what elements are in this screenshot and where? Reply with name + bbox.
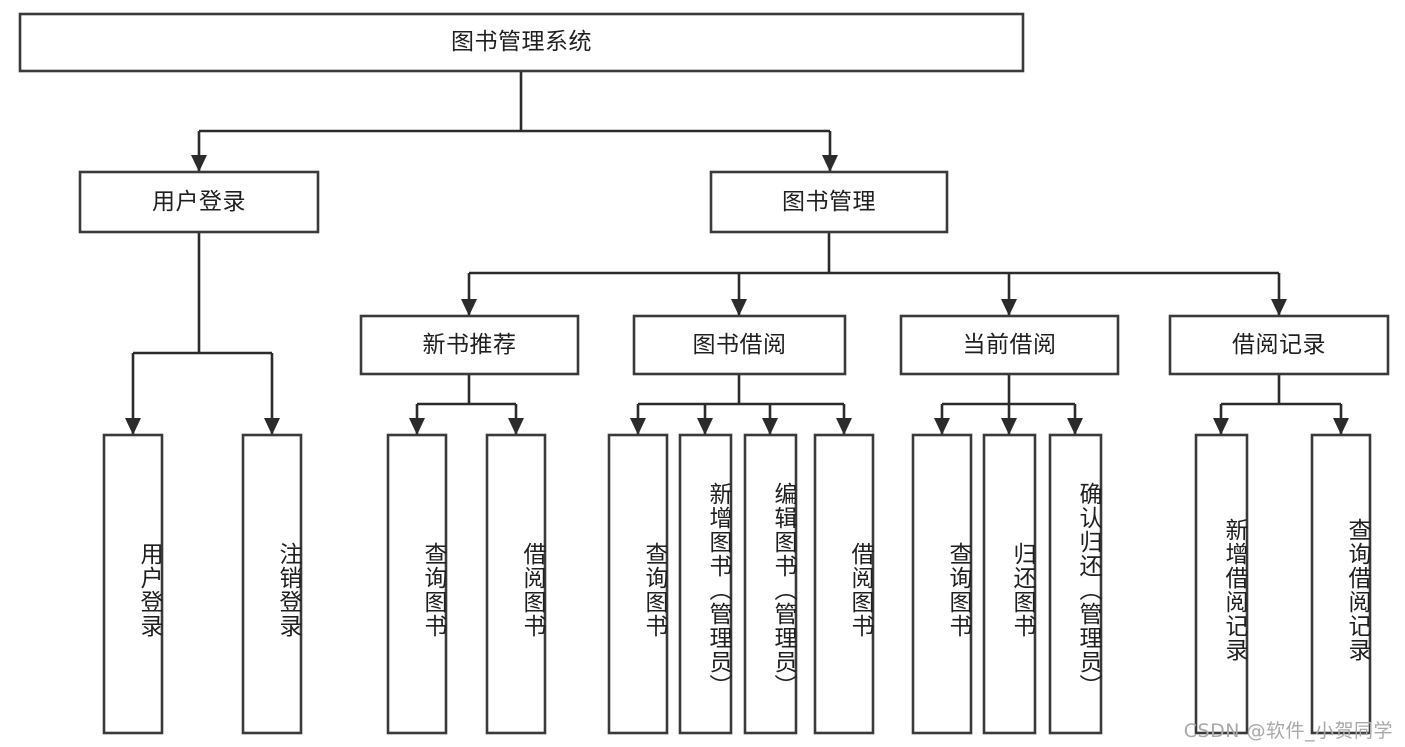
arrow-head: [125, 418, 141, 435]
node-box-leaf-query-book-3[interactable]: [911, 433, 973, 735]
arrow-head: [191, 155, 207, 172]
node-box-book-borrow[interactable]: [632, 314, 847, 376]
node-box-leaf-edit-book[interactable]: [743, 433, 798, 735]
connector-level2_book_manage_to_level3: [469, 232, 1279, 275]
arrow-head: [409, 418, 425, 435]
arrow-head: [822, 155, 838, 172]
connectors-layer: [125, 71, 1349, 435]
node-box-leaf-query-book-1[interactable]: [386, 433, 448, 735]
node-box-leaf-borrow-book-1[interactable]: [485, 433, 547, 735]
arrow-head: [1213, 418, 1229, 435]
arrow-head: [630, 418, 646, 435]
connector-level2_user_login_to_leaves: [133, 232, 272, 355]
connector-level3_book_borrow_to_leaves: [638, 374, 844, 406]
node-box-new-book-recommend[interactable]: [359, 314, 580, 376]
arrow-head: [697, 418, 713, 435]
node-box-leaf-user-login[interactable]: [102, 433, 164, 735]
node-box-borrow-record[interactable]: [1168, 314, 1390, 376]
arrow-head: [1001, 299, 1017, 316]
arrow-head: [934, 418, 950, 435]
arrow-head: [508, 418, 524, 435]
node-box-current-borrow[interactable]: [899, 314, 1120, 376]
arrow-head: [461, 299, 477, 316]
node-box-user-login[interactable]: [78, 170, 320, 234]
arrow-head: [1333, 418, 1349, 435]
node-box-leaf-confirm-return[interactable]: [1048, 433, 1103, 735]
node-box-root[interactable]: [18, 12, 1025, 73]
arrow-head: [264, 418, 280, 435]
connector-root_to_level2: [199, 71, 830, 133]
node-box-leaf-add-book[interactable]: [678, 433, 733, 735]
node-box-leaf-query-book-2[interactable]: [607, 433, 669, 735]
connector-level3_borrow_record_to_leaves: [1221, 374, 1341, 406]
arrow-head: [731, 299, 747, 316]
arrow-head: [836, 418, 852, 435]
connector-level3_current_borrow_to_leaves: [942, 374, 1075, 406]
boxes-layer: [18, 12, 1390, 735]
arrow-head: [762, 418, 778, 435]
connector-level3_new_book_to_leaves: [417, 374, 516, 406]
node-box-leaf-query-record[interactable]: [1310, 433, 1372, 735]
node-box-leaf-user-logout[interactable]: [241, 433, 303, 735]
node-box-leaf-add-record[interactable]: [1194, 433, 1249, 735]
arrow-head: [1001, 418, 1017, 435]
node-box-book-manage[interactable]: [709, 170, 949, 234]
arrow-head: [1067, 418, 1083, 435]
node-box-leaf-return-book[interactable]: [982, 433, 1037, 735]
arrow-head: [1271, 299, 1287, 316]
node-box-leaf-borrow-book-2[interactable]: [813, 433, 875, 735]
